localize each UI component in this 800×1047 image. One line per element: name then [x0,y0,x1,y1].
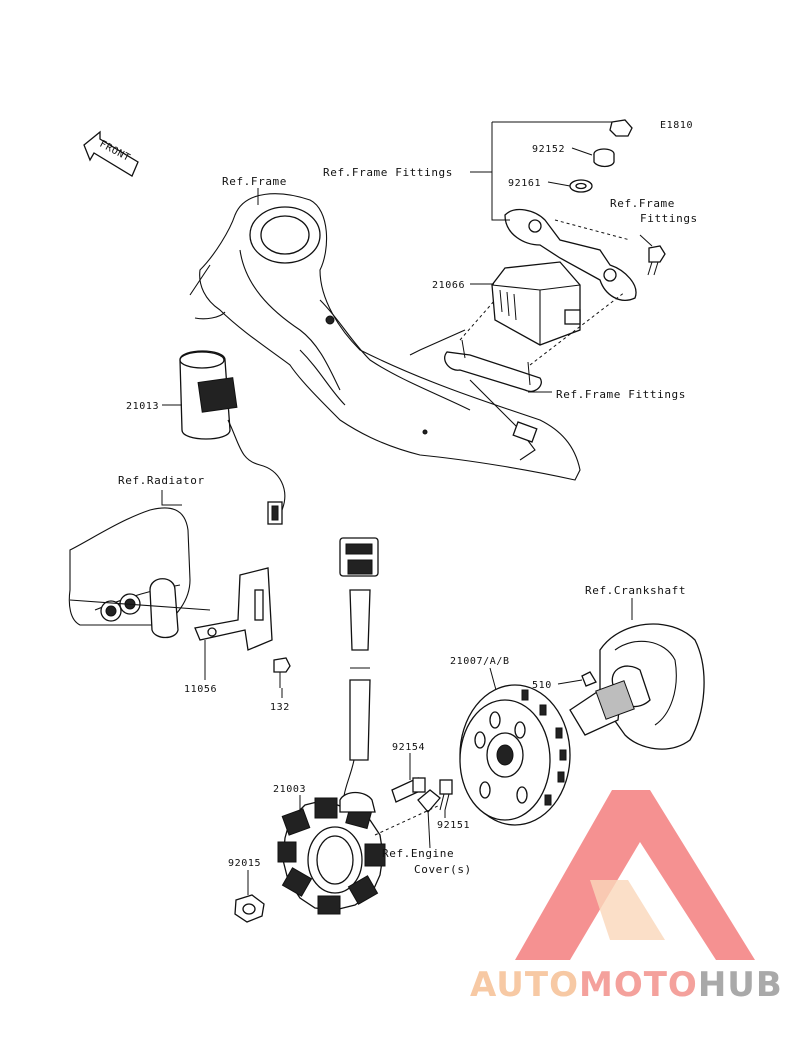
assembly-line [374,804,441,836]
watermark-auto: AUTO [470,965,579,1005]
part-92161: 92161 [508,178,541,189]
label-ref-frame-fittings-bottom: Ref.Frame Fittings [556,388,686,401]
part-92151: 92151 [437,820,470,831]
capacitor-drawing [179,350,286,525]
part-92154: 92154 [392,742,425,753]
watermark-logo [515,790,755,960]
leader-lines [161,121,653,895]
bolt-92154-icon [391,777,426,803]
watermark-moto: MOTO [578,965,698,1005]
part-510: 510 [532,680,552,691]
label-ref-engine-cover-1: Ref.Engine [382,847,454,860]
part-92015: 92015 [228,858,261,869]
bracket-11056-drawing [194,567,273,651]
part-11056: 11056 [184,684,217,695]
bolt-132-icon [273,657,291,688]
label-ref-frame-fittings-right-1: Ref.Frame [610,197,675,210]
label-ref-frame-fittings-right-2: Fittings [640,212,698,225]
rotor-drawing [459,684,571,826]
label-ref-frame: Ref.Frame [222,175,287,188]
part-92152: 92152 [532,144,565,155]
stator-drawing [277,791,386,915]
label-ref-radiator: Ref.Radiator [118,474,205,487]
mounting-bracket-drawing [444,208,637,392]
crankshaft-drawing [569,623,705,750]
watermark-hub: HUB [697,965,783,1005]
part-21013: 21013 [126,401,159,412]
diagram-code: E1810 [660,120,693,131]
clamp-icon [417,789,441,814]
part-21066: 21066 [432,280,465,291]
label-ref-engine-cover-2: Cover(s) [414,863,472,876]
watermark-text: AUTOMOTOHUB [470,965,783,1005]
frame-drawing [189,193,581,481]
bolt-92151-icon [439,779,453,811]
stator-wire-drawing [339,537,379,811]
collar-92152-icon [593,148,615,168]
cdi-unit-drawing [491,261,581,346]
radiator-drawing [68,507,211,639]
grommet-92161-icon [569,179,593,193]
nut-92015-icon [234,894,265,923]
label-ref-crankshaft: Ref.Crankshaft [585,584,686,597]
part-21003: 21003 [273,784,306,795]
part-132: 132 [270,702,290,713]
part-21007: 21007/A/B [450,656,510,667]
label-ref-frame-fittings-top: Ref.Frame Fittings [323,166,453,179]
nut-92152-icon [609,119,633,137]
front-arrow-icon: FRONT [83,130,139,177]
bolt-right-icon [647,245,666,276]
